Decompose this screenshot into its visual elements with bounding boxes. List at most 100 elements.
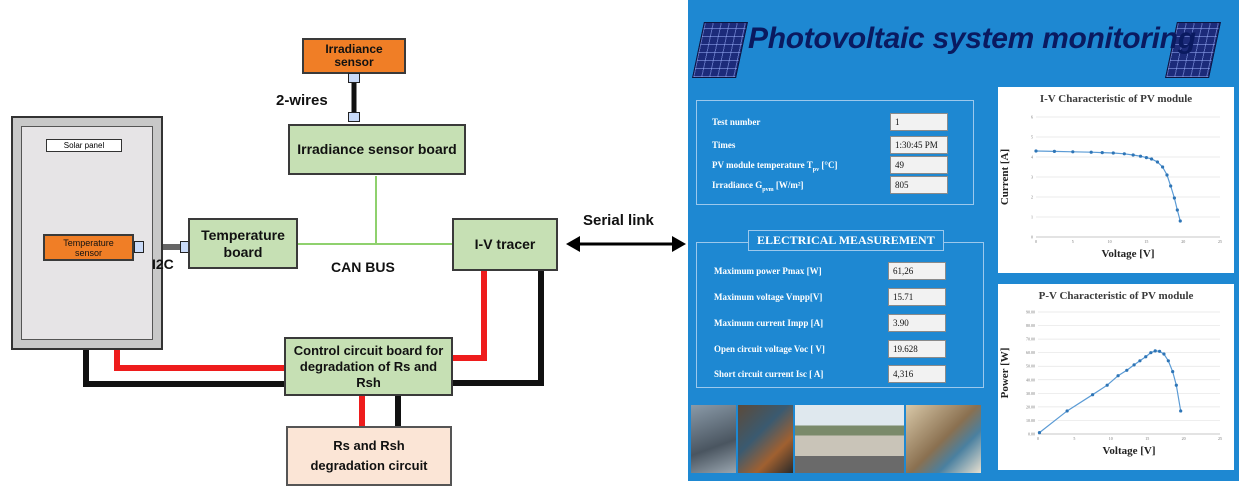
solar-panel-label: Solar panel xyxy=(46,139,122,152)
pv-point xyxy=(1132,363,1136,367)
installation-photos xyxy=(691,405,981,473)
pv-point xyxy=(1037,431,1042,435)
iv-y-tick: 1 xyxy=(1031,215,1033,220)
pv-chart-plot: 0.0010.0020.0030.0040.0050.0060.0070.008… xyxy=(999,310,1222,458)
iv-point xyxy=(1149,157,1154,161)
pv-x-tick: 25 xyxy=(1218,436,1222,441)
pv-point xyxy=(1171,370,1175,374)
control-circuit-board: Control circuit board for degradation of… xyxy=(284,337,453,396)
iv-point xyxy=(1169,184,1173,188)
elec-value-2[interactable]: 3.90 xyxy=(888,314,946,332)
can-bus-label: CAN BUS xyxy=(331,259,395,275)
pv-y-tick: 40.00 xyxy=(1026,377,1035,382)
iv-point xyxy=(1131,153,1135,157)
info-label-2: PV module temperature Tpv [°C] xyxy=(712,160,838,173)
photo-pv-field xyxy=(795,405,904,473)
pv-x-axis-label: Voltage [V] xyxy=(1102,445,1155,457)
info-label-1: Times xyxy=(712,140,736,150)
i2c-connector-left xyxy=(134,241,144,253)
degradation-circuit: Rs and Rsh degradation circuit xyxy=(286,426,452,486)
photo-lab-equipment xyxy=(691,405,736,473)
iv-point xyxy=(1034,149,1038,153)
irradiance-sensor-board: Irradiance sensor board xyxy=(288,124,466,175)
pv-point xyxy=(1157,349,1162,353)
two-wires-label: 2-wires xyxy=(276,92,328,109)
temperature-sensor: Temperature sensor xyxy=(43,234,134,261)
info-label-0: Test number xyxy=(712,117,761,127)
iv-point xyxy=(1052,149,1056,153)
elec-label-1: Maximum voltage Vmpp[V] xyxy=(714,292,823,302)
iv-series-line xyxy=(1035,150,1181,222)
info-label-3: Irradiance Gpvm [W/m²] xyxy=(712,180,804,193)
iv-point xyxy=(1138,154,1143,158)
pv-x-tick: 0 xyxy=(1037,436,1039,441)
monitor-title: Photovoltaic system monitoring xyxy=(748,22,1196,55)
iv-point xyxy=(1144,156,1148,160)
pv-x-tick: 15 xyxy=(1145,436,1149,441)
iv-y-tick: 6 xyxy=(1031,115,1033,120)
iv-point xyxy=(1165,173,1169,177)
pv-point xyxy=(1105,383,1109,387)
solar-panel-frame xyxy=(11,116,163,350)
pv-chart-title: P-V Characteristic of PV module xyxy=(1038,290,1194,302)
elec-label-3: Open circuit voltage Voc [ V] xyxy=(714,344,825,354)
serial-link-label: Serial link xyxy=(583,212,654,229)
pv-y-axis-label: Power [W] xyxy=(999,348,1011,399)
pv-y-tick: 20.00 xyxy=(1026,404,1035,409)
pv-point xyxy=(1065,409,1069,413)
iv-x-tick: 15 xyxy=(1144,239,1148,244)
iv-x-tick: 5 xyxy=(1072,239,1074,244)
iv-y-tick: 3 xyxy=(1031,175,1033,180)
pv-y-tick: 30.00 xyxy=(1026,391,1035,396)
electrical-measurement-title: ELECTRICAL MEASUREMENT xyxy=(748,230,944,251)
info-value-2[interactable]: 49 xyxy=(890,156,948,174)
solar-panel-inner xyxy=(21,126,153,340)
elec-value-3[interactable]: 19.628 xyxy=(888,340,946,358)
pv-point xyxy=(1162,352,1166,356)
iv-y-axis-label: Current [A] xyxy=(999,149,1011,205)
pv-y-tick: 80.00 xyxy=(1026,323,1035,328)
iv-x-tick: 20 xyxy=(1181,239,1185,244)
iv-x-axis-label: Voltage [V] xyxy=(1101,248,1154,260)
info-value-0[interactable]: 1 xyxy=(890,113,948,131)
iv-chart-title: I-V Characteristic of PV module xyxy=(1039,93,1193,105)
pv-y-tick: 90.00 xyxy=(1026,310,1035,315)
iv-x-tick: 0 xyxy=(1035,239,1037,244)
pv-point xyxy=(1153,349,1157,353)
elec-value-1[interactable]: 15.71 xyxy=(888,288,946,306)
degradation-circuit-label: Rs and Rsh degradation circuit xyxy=(310,438,428,473)
elec-value-4[interactable]: 4,316 xyxy=(888,365,946,383)
info-value-1[interactable]: 1:30:45 PM xyxy=(890,136,948,154)
iv-point xyxy=(1100,151,1104,155)
pv-y-tick: 10.00 xyxy=(1026,418,1035,423)
elec-label-4: Short circuit current Isc [ A] xyxy=(714,369,824,379)
pv-y-tick: 70.00 xyxy=(1026,337,1035,342)
temperature-board: Temperature board xyxy=(188,218,298,269)
pv-point xyxy=(1144,355,1148,359)
pv-point xyxy=(1125,368,1129,372)
pv-x-tick: 10 xyxy=(1109,436,1113,441)
iv-x-tick: 10 xyxy=(1108,239,1112,244)
pv-point xyxy=(1138,359,1142,363)
iv-point xyxy=(1172,196,1176,200)
iv-tracer: I-V tracer xyxy=(452,218,558,271)
test-info-group xyxy=(696,100,974,205)
diagram-wires xyxy=(83,74,686,426)
iv-point xyxy=(1178,219,1182,223)
iv-point xyxy=(1111,151,1115,155)
photo-electronics xyxy=(738,405,793,473)
irradiance-sensor: Irradiance sensor xyxy=(302,38,406,74)
iv-point xyxy=(1160,165,1165,169)
iv-point xyxy=(1089,150,1093,154)
info-value-3[interactable]: 805 xyxy=(890,176,948,194)
pv-point xyxy=(1091,393,1095,397)
iv-y-tick: 5 xyxy=(1031,135,1033,140)
wire-connector-bottom xyxy=(348,112,360,122)
pv-point xyxy=(1174,383,1178,387)
pv-point xyxy=(1166,359,1170,363)
iv-y-tick: 4 xyxy=(1031,155,1033,160)
iv-y-tick: 0 xyxy=(1031,235,1033,240)
elec-value-0[interactable]: 61,26 xyxy=(888,262,946,280)
